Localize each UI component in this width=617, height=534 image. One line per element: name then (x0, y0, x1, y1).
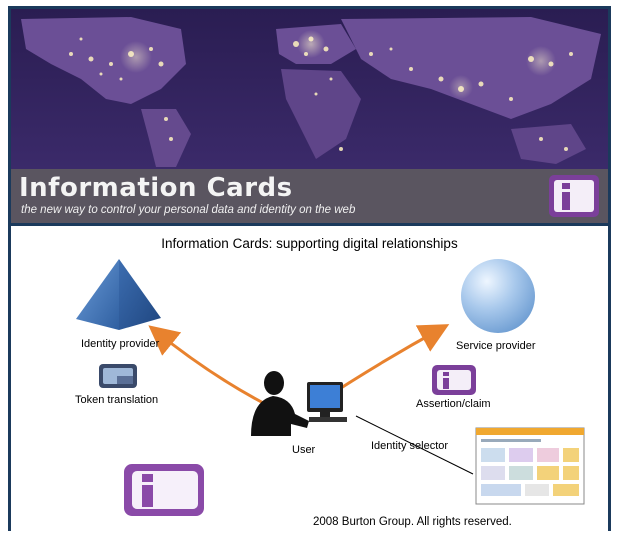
copyright-text: 2008 Burton Group. All rights reserved. (313, 516, 512, 528)
banner: Information Cards the new way to control… (11, 9, 608, 223)
identity-selector-screenshot-image (475, 427, 585, 505)
information-card-logo-icon (549, 175, 599, 217)
service-provider-sphere-icon (461, 259, 535, 333)
information-card-large-icon (124, 464, 204, 516)
banner-title: Information Cards (19, 173, 293, 203)
token-translation-label: Token translation (75, 394, 159, 406)
banner-title-bar (11, 169, 608, 223)
arrow-to-service-provider (340, 324, 450, 390)
slide-frame: Information Cards the new way to control… (8, 6, 611, 531)
banner-tagline: the new way to control your personal dat… (21, 204, 356, 216)
assertion-claim-label: Assertion/claim (416, 398, 491, 410)
diagram-graphics (76, 259, 585, 516)
assertion-claim-icon (432, 365, 476, 395)
identity-selector-connector (355, 415, 474, 475)
identity-provider-label: Identity provider (81, 338, 160, 350)
world-night-map-image (11, 9, 608, 169)
banner-divider (11, 223, 608, 226)
user-label: User (292, 444, 316, 456)
token-translation-icon (99, 364, 137, 388)
user-computer-icon (251, 371, 347, 436)
service-provider-label: Service provider (456, 340, 536, 352)
diagram-heading: Information Cards: supporting digital re… (161, 236, 458, 251)
identity-provider-pyramid-icon (76, 259, 161, 330)
arrow-to-identity-provider (148, 325, 270, 408)
identity-selector-label: Identity selector (371, 440, 449, 452)
relationship-diagram: Information Cards: supporting digital re… (11, 226, 608, 534)
